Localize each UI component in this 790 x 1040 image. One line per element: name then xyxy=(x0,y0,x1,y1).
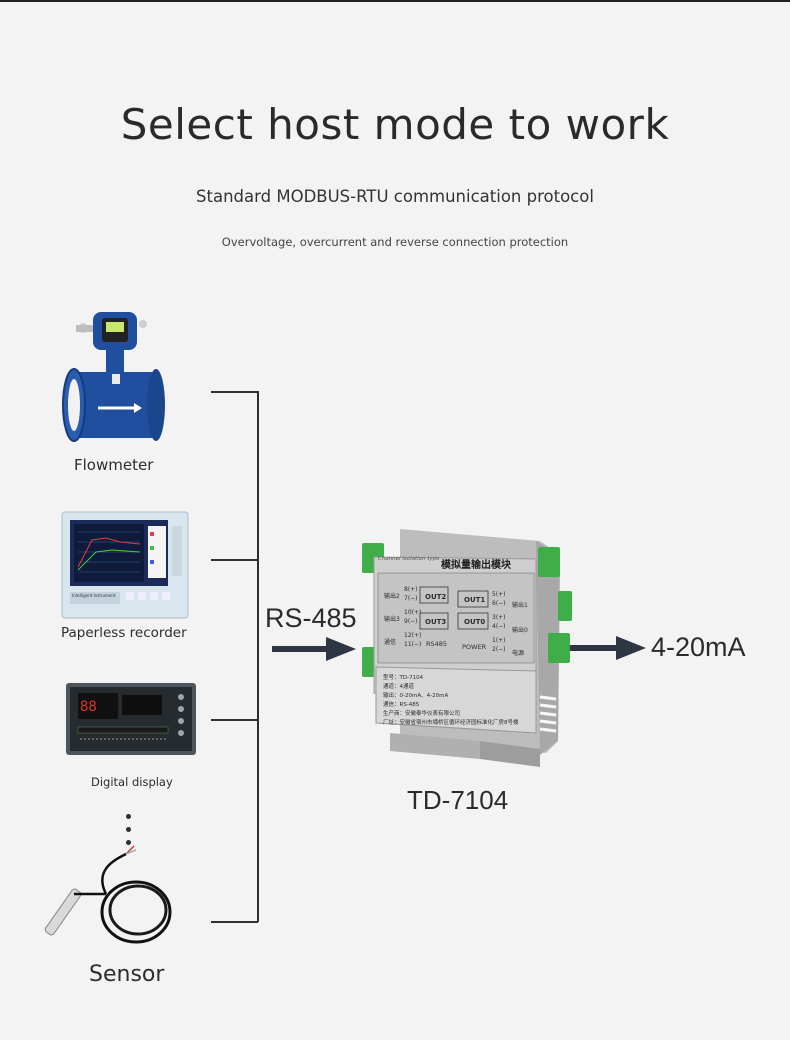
more-devices-dot xyxy=(126,840,131,845)
terminal-left: 12(+) xyxy=(404,632,422,639)
port-out0: OUT0 xyxy=(464,618,486,626)
spec-line: 通信：RS-485 xyxy=(383,702,420,708)
page-title: Select host mode to work xyxy=(120,100,670,149)
port-out1: OUT1 xyxy=(464,596,486,604)
bracket-vertical-line xyxy=(257,391,259,922)
terminal-right: 3(+) xyxy=(492,614,506,621)
spec-line: 型号：TD-7104 xyxy=(383,675,424,681)
digital-display-image: 88 xyxy=(66,683,196,755)
port-out3: OUT3 xyxy=(425,618,447,626)
terminal-left: 8(+) xyxy=(404,586,418,593)
bracket-branch-display xyxy=(211,719,258,721)
terminal-left: 7(−) xyxy=(404,595,418,602)
module-model-label: TD-7104 xyxy=(407,785,509,815)
recorder-brand-text: Intelligent Instrument xyxy=(72,593,116,598)
top-border-line xyxy=(0,0,790,2)
bracket-branch-recorder xyxy=(211,559,258,561)
terminal-right: 2(−) xyxy=(492,646,506,653)
module-top-label: Channel isolation type xyxy=(378,556,440,562)
paperless-recorder-image xyxy=(61,511,189,619)
side-label-left: 输出2 xyxy=(384,593,400,600)
display-label: Digital display xyxy=(91,775,173,789)
input-signal-label: RS-485 xyxy=(265,603,357,633)
protection-note: Overvoltage, overcurrent and reverse con… xyxy=(221,235,569,249)
svg-text:88: 88 xyxy=(80,699,97,715)
terminal-left: 11(−) xyxy=(404,641,422,648)
side-label-left: 通信 xyxy=(384,639,397,646)
terminal-left: 9(−) xyxy=(404,618,418,625)
more-devices-dot xyxy=(126,827,131,832)
input-arrow xyxy=(272,637,356,661)
more-devices-dot xyxy=(126,814,131,819)
sensor-label: Sensor xyxy=(89,962,165,987)
td7104-module-image xyxy=(362,529,572,767)
terminal-right: 4(−) xyxy=(492,623,506,630)
sensor-image xyxy=(44,845,172,944)
terminal-right: 6(−) xyxy=(492,600,506,607)
spec-line: 通道：4通道 xyxy=(383,684,414,690)
module-name: 模拟量输出模块 xyxy=(441,560,511,571)
terminal-right: 1(+) xyxy=(492,637,506,644)
flowmeter-label: Flowmeter xyxy=(74,456,154,474)
side-label-right: 电源 xyxy=(512,650,525,657)
output-arrow xyxy=(570,636,646,660)
port-out2: OUT2 xyxy=(425,593,447,601)
bracket-branch-flowmeter xyxy=(211,391,258,393)
output-signal-label: 4-20mA xyxy=(651,632,746,662)
protocol-subtitle: Standard MODBUS-RTU communication protoc… xyxy=(196,187,594,206)
terminal-right: 5(+) xyxy=(492,591,506,598)
side-label-left: 输出3 xyxy=(384,616,400,623)
terminal-left: 10(+) xyxy=(404,609,422,616)
spec-line: 厂址：安徽省宿州市埇桥区循环经济园标准化厂房8号楼 xyxy=(383,720,519,726)
flowmeter-image xyxy=(62,312,165,442)
spec-line: 输出：0-20mA、4-20mA xyxy=(383,693,449,699)
recorder-label: Paperless recorder xyxy=(61,625,187,641)
bracket-branch-sensor xyxy=(211,921,258,923)
port-rs485: RS485 xyxy=(426,640,448,648)
spec-line: 生产商：安徽泰华仪表有限公司 xyxy=(383,711,461,717)
side-label-right: 输出1 xyxy=(512,602,528,609)
port-power: POWER xyxy=(462,643,487,651)
side-label-right: 输出0 xyxy=(512,627,528,634)
